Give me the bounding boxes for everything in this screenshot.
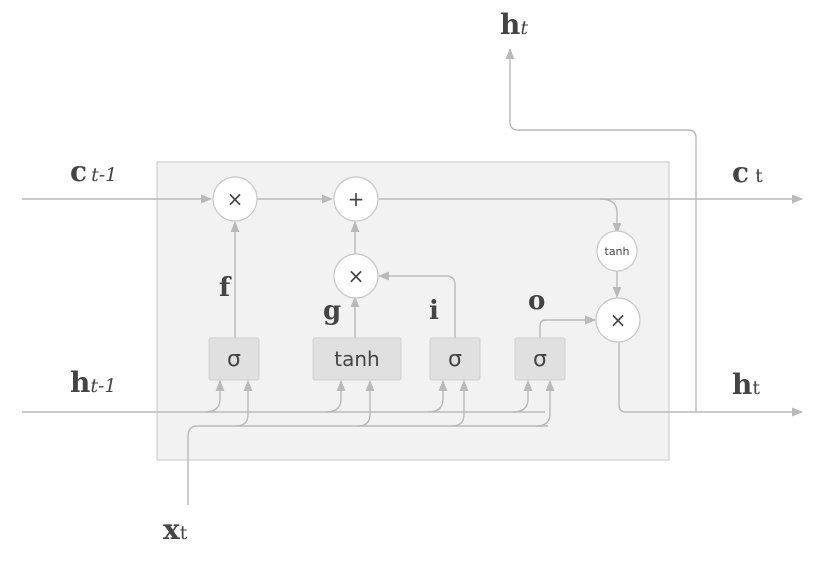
input-x-to-i	[451, 379, 469, 427]
h-prev-label: ht-1	[70, 366, 117, 399]
h-next-label: ht	[732, 368, 760, 401]
gate-o-label: o	[528, 286, 545, 316]
output-multiply-node: ×	[595, 297, 641, 343]
hidden-prev-to-i	[427, 379, 448, 413]
g-gate-box: tanh	[312, 337, 402, 381]
hidden-prev-to-g	[325, 379, 346, 413]
x-input-label: xt	[163, 513, 188, 546]
forget-gate-sigma: σ	[227, 347, 241, 372]
output-gate-arrow	[539, 315, 597, 338]
output-multiply-symbol: ×	[610, 308, 627, 332]
gate-g-label: g	[323, 296, 341, 326]
gate-f-label: f	[219, 273, 232, 303]
forget-multiply-symbol: ×	[227, 187, 244, 211]
input-x-to-o	[535, 379, 555, 427]
hidden-prev-to-f	[204, 379, 225, 413]
gate-i-label: i	[429, 296, 439, 326]
input-x-bus	[187, 425, 548, 505]
forget-multiply-node: ×	[212, 176, 258, 222]
hidden-up-arrow	[505, 47, 697, 412]
hidden-prev-to-o	[512, 379, 533, 413]
add-node: +	[333, 176, 379, 222]
input-gate-arrow	[377, 271, 456, 338]
input-multiply-node: ×	[333, 253, 379, 299]
input-multiply-symbol: ×	[348, 264, 365, 288]
input-gate-sigma: σ	[448, 347, 462, 372]
add-symbol: +	[348, 187, 365, 211]
cell-to-tanh-arrow	[599, 198, 622, 235]
input-x-to-g	[357, 379, 375, 427]
g-gate-tanh: tanh	[334, 347, 379, 371]
hidden-out-arrow	[618, 340, 804, 417]
cell-tanh-node: tanh	[596, 230, 638, 272]
forget-gate-box: σ	[208, 337, 260, 381]
output-gate-sigma: σ	[533, 347, 547, 372]
input-x-to-f	[235, 379, 253, 427]
input-gate-box: σ	[429, 337, 481, 381]
output-gate-box: σ	[514, 337, 566, 381]
cell-tanh-label: tanh	[605, 245, 630, 258]
h-top-label: ht	[500, 8, 528, 41]
